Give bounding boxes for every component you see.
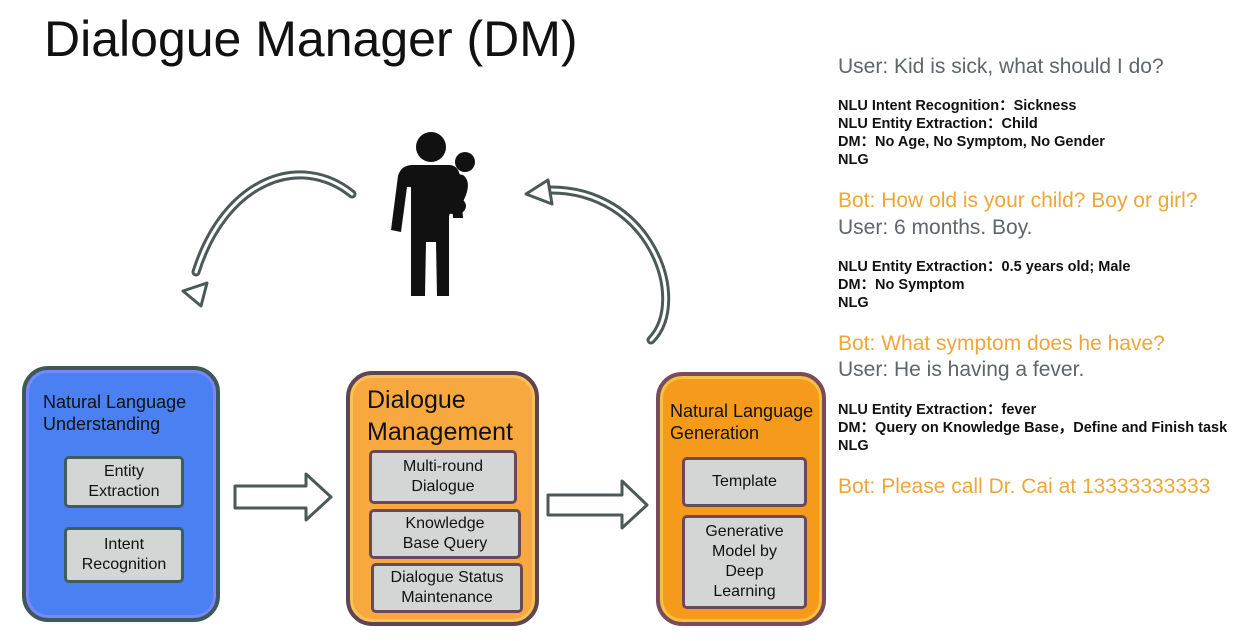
nlg-title: Natural Language Generation [670,401,814,443]
pipeline-step: DM：No Symptom [838,277,965,293]
block-arrow-dm-to-nlg [546,479,649,530]
user-message: User: 6 months. Boy. [838,216,1033,239]
pipeline-step: NLG [838,295,869,311]
block-arrow-nlu-to-dm [233,472,333,522]
user-message: User: Kid is sick, what should I do? [838,55,1164,78]
dm-title: Dialogue Management [367,386,513,446]
pipeline-step: NLU Intent Recognition：Sickness [838,98,1077,114]
pipeline-step: NLG [838,438,869,454]
template-box: Template [682,457,807,507]
nlu-module: Natural Language Understanding Entity Ex… [22,366,220,622]
curved-arrow-nlg-to-user [524,178,671,345]
nlu-title: Natural Language Understanding [43,392,187,434]
generative-model-box: Generative Model by Deep Learning [682,515,807,609]
bot-message: Bot: How old is your child? Boy or girl? [838,189,1198,212]
entity-extraction-box: Entity Extraction [64,456,184,508]
pipeline-step: DM：Query on Knowledge Base，Define and Fi… [838,420,1228,436]
pipeline-step: NLU Entity Extraction：0.5 years old; Mal… [838,259,1131,275]
pipeline-step: NLU Entity Extraction：Child [838,116,1038,132]
bot-message: Bot: Please call Dr. Cai at 13333333333 [838,475,1211,498]
parent-holding-child-icon [391,132,475,296]
bot-message: Bot: What symptom does he have? [838,332,1165,355]
curved-arrow-user-to-nlu [181,170,357,308]
dm-module: Dialogue Management Multi-round Dialogue… [346,371,539,626]
knowledge-base-query-box: Knowledge Base Query [369,509,521,559]
page-title: Dialogue Manager (DM) [44,11,578,67]
dialogue-status-maintenance-box: Dialogue Status Maintenance [371,563,523,613]
user-message: User: He is having a fever. [838,358,1085,381]
pipeline-step: NLG [838,152,869,168]
pipeline-step: NLU Entity Extraction：fever [838,402,1037,418]
intent-recognition-box: Intent Recognition [64,527,184,583]
multi-round-dialogue-box: Multi-round Dialogue [369,450,517,504]
nlg-module: Natural Language Generation Template Gen… [656,372,826,626]
pipeline-step: DM：No Age, No Symptom, No Gender [838,134,1105,150]
